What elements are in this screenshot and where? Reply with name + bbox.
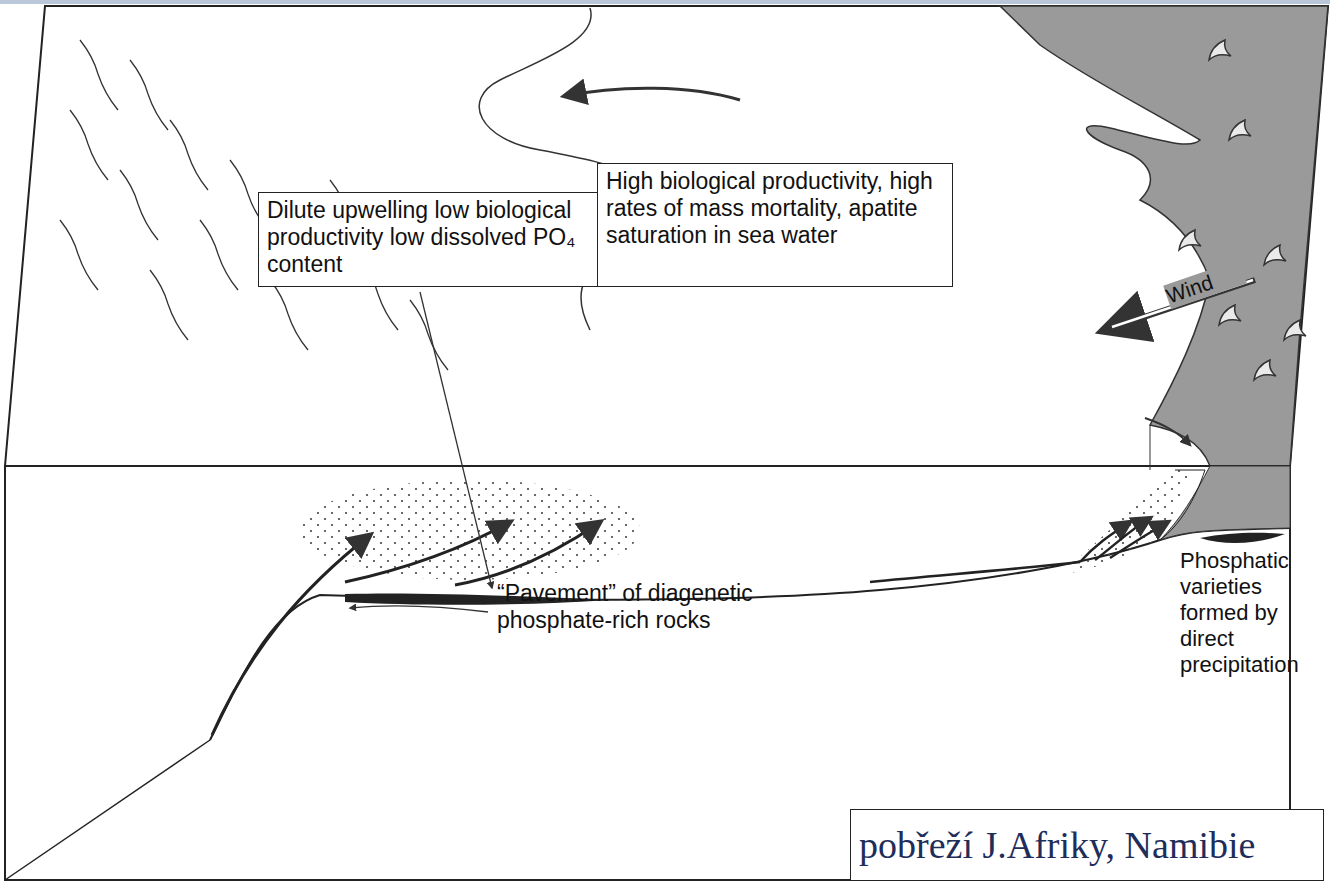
caption-text: pobřeží J.Afriky, Namibie <box>859 823 1255 868</box>
wave-mark <box>130 60 168 130</box>
note-text: High biological productivity, high rates… <box>606 168 944 249</box>
wave-mark <box>150 270 188 340</box>
block-edge <box>5 740 210 880</box>
wave-mark <box>200 220 238 290</box>
current-arrow <box>565 88 740 100</box>
wave-mark <box>80 40 118 110</box>
upwelling-arrow <box>1080 522 1130 562</box>
wave-mark <box>270 280 308 350</box>
phosphatic-lens <box>1200 533 1285 543</box>
land <box>1000 6 1328 466</box>
feature-label: “Pavement” of diagenetic phosphate-rich … <box>497 580 827 634</box>
dune <box>1264 245 1286 265</box>
note-box: High biological productivity, high rates… <box>597 163 953 287</box>
runoff-arrow <box>1145 418 1190 445</box>
upwelling-arrow <box>212 535 370 735</box>
wave-mark <box>70 110 108 180</box>
sea-surface <box>5 6 1328 466</box>
wave-mark <box>120 170 158 240</box>
leader-line <box>420 292 492 588</box>
caption-box: pobřeží J.Afriky, Namibie <box>850 809 1324 881</box>
wave-mark <box>410 300 448 370</box>
dune <box>1219 305 1241 325</box>
note-text: Dilute upwelling low biological producti… <box>267 197 589 278</box>
wave-mark <box>170 120 208 190</box>
feature-label: Phosphatic varieties formed by direct pr… <box>1180 548 1326 678</box>
upwelling-arrow <box>1110 522 1168 558</box>
upwelling-arrow <box>870 562 1080 582</box>
beach-edge <box>1150 425 1151 470</box>
note-box: Dilute upwelling low biological producti… <box>258 192 598 287</box>
pointer-arrow <box>350 606 488 612</box>
header-strip <box>0 0 1330 4</box>
upwelling-arrow <box>455 522 600 585</box>
stipple <box>1060 470 1190 575</box>
dune <box>1229 120 1251 140</box>
dune <box>1209 40 1231 60</box>
dune <box>1254 360 1276 380</box>
wave-mark <box>60 220 98 290</box>
shore-line <box>1160 470 1205 540</box>
upwelling-arrow <box>345 522 510 582</box>
dune <box>1284 320 1306 340</box>
dunes <box>1179 40 1306 380</box>
dune <box>1179 230 1201 250</box>
